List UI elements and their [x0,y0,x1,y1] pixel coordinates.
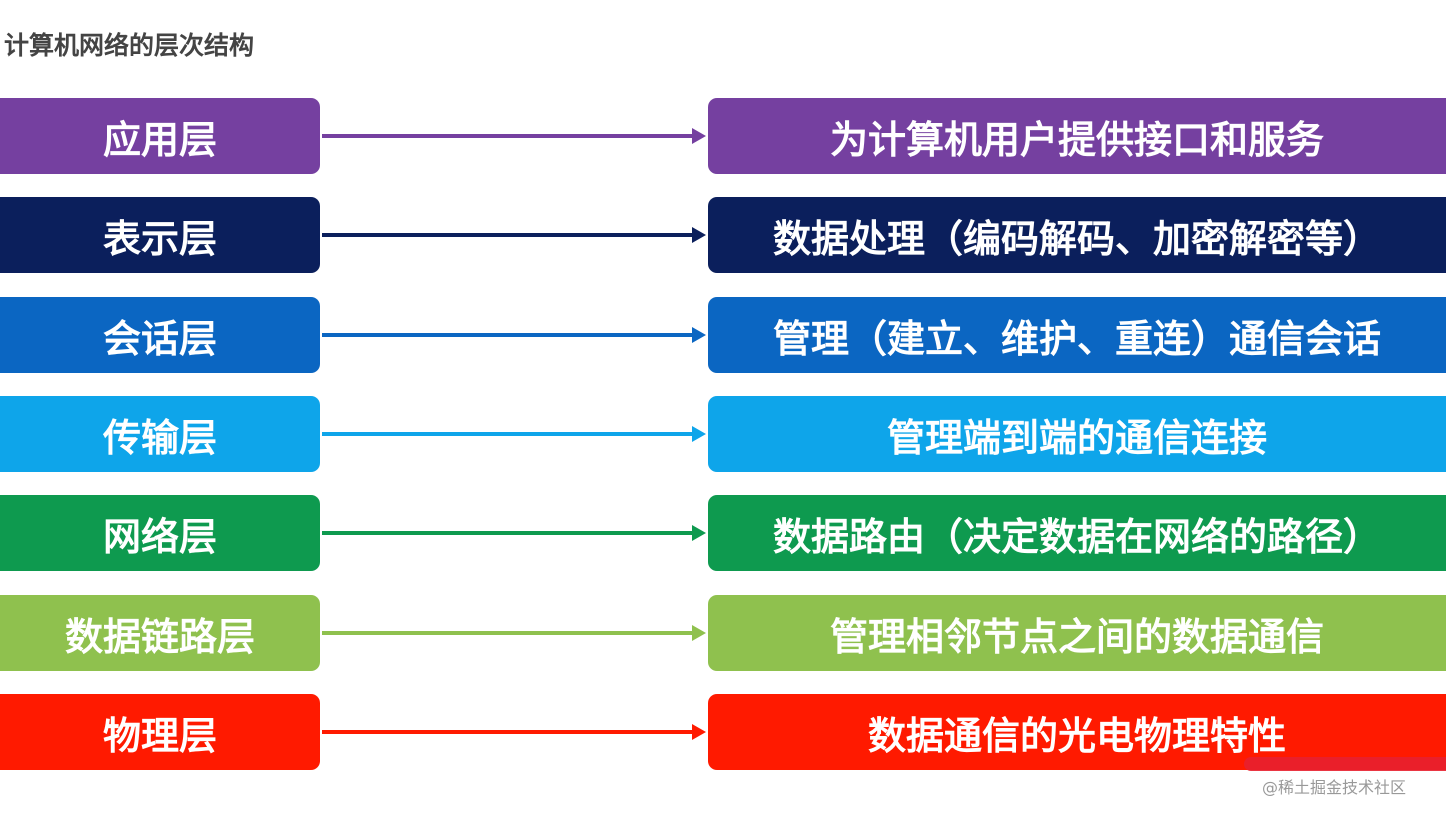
layer-desc: 管理相邻节点之间的数据通信 [829,614,1324,659]
layer-desc-box: 管理（建立、维护、重连）通信会话 [708,297,1446,373]
arrow-icon [322,327,706,343]
layer-name-box: 网络层 [0,495,320,571]
layer-desc-box: 管理端到端的通信连接 [708,396,1446,472]
layer-name-box: 物理层 [0,694,320,770]
layer-name: 物理层 [102,713,217,758]
layer-desc-box: 为计算机用户提供接口和服务 [708,98,1446,174]
arrow-icon [322,525,706,541]
layer-row: 应用层 为计算机用户提供接口和服务 [0,98,1446,174]
layer-name: 网络层 [102,514,217,559]
layer-row: 会话层 管理（建立、维护、重连）通信会话 [0,297,1446,373]
layer-row: 网络层 数据路由（决定数据在网络的路径） [0,495,1446,571]
layer-desc: 管理（建立、维护、重连）通信会话 [772,316,1381,361]
layer-desc: 数据通信的光电物理特性 [867,713,1286,758]
layer-name: 数据链路层 [64,614,255,659]
arrow-icon [322,426,706,442]
layer-name: 传输层 [102,415,217,460]
arrow-icon [322,724,706,740]
layer-desc-box: 管理相邻节点之间的数据通信 [708,595,1446,671]
layer-name-box: 传输层 [0,396,320,472]
layer-desc: 数据处理（编码解码、加密解密等） [772,216,1381,261]
layer-name: 会话层 [102,316,217,361]
layer-name-box: 表示层 [0,197,320,273]
layer-name: 表示层 [102,216,217,261]
layer-name-box: 会话层 [0,297,320,373]
arrow-icon [322,625,706,641]
layer-desc-box: 数据路由（决定数据在网络的路径） [708,495,1446,571]
layer-desc-box: 数据处理（编码解码、加密解密等） [708,197,1446,273]
watermark: @稀土掘金技术社区 [1262,778,1407,797]
page-title: 计算机网络的层次结构 [4,31,255,60]
layer-row: 数据链路层 管理相邻节点之间的数据通信 [0,595,1446,671]
layer-row: 传输层 管理端到端的通信连接 [0,396,1446,472]
layer-desc: 管理端到端的通信连接 [886,415,1267,460]
layer-name-box: 数据链路层 [0,595,320,671]
layer-desc: 为计算机用户提供接口和服务 [829,117,1324,162]
watermark-bar [1244,757,1446,771]
arrow-icon [322,227,706,243]
layer-row: 表示层 数据处理（编码解码、加密解密等） [0,197,1446,273]
layer-name: 应用层 [102,117,217,162]
arrow-icon [322,128,706,144]
layer-name-box: 应用层 [0,98,320,174]
layer-desc: 数据路由（决定数据在网络的路径） [772,514,1381,559]
layer-row: 物理层 数据通信的光电物理特性 [0,694,1446,770]
